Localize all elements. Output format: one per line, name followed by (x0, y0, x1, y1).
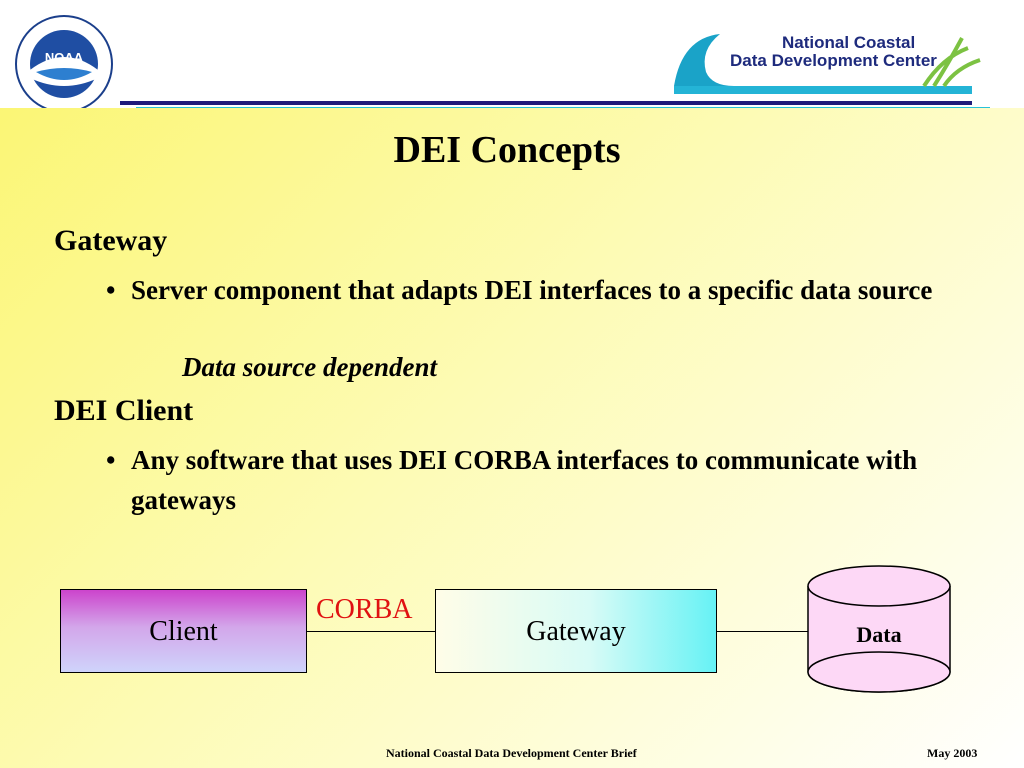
gateway-data-connector (717, 631, 808, 632)
ncddc-logo: National Coastal Data Development Center (674, 33, 981, 94)
slide-title: DEI Concepts (393, 129, 621, 171)
client-label: Client (149, 616, 218, 647)
gateway-box: Gateway (435, 589, 717, 673)
bullet-text: Server component that adapts DEI interfa… (131, 275, 933, 305)
data-label: Data (856, 622, 902, 647)
section-heading-dei-client: DEI Client (54, 394, 194, 427)
client-box: Client (60, 589, 307, 673)
bullet-dei-client: • Any software that uses DEI CORBA inter… (106, 440, 986, 520)
corba-label: CORBA (316, 594, 413, 625)
slide-header: NOAA National Coastal Data Development C… (0, 0, 1024, 113)
bullet-marker: • (106, 275, 116, 305)
svg-text:NOAA: NOAA (45, 50, 84, 65)
svg-text:Data Development Center: Data Development Center (730, 51, 937, 70)
client-gateway-connector (307, 631, 435, 632)
gateway-label: Gateway (526, 616, 626, 647)
data-cylinder (807, 565, 951, 693)
gateway-note: Data source dependent (182, 352, 437, 382)
svg-text:National Coastal: National Coastal (782, 33, 915, 52)
bullet-gateway: • Server component that adapts DEI inter… (106, 270, 986, 310)
bullet-text: Any software that uses DEI CORBA interfa… (131, 445, 918, 515)
footer-date: May 2003 (927, 746, 978, 760)
header-rule (120, 101, 972, 105)
bullet-marker: • (106, 445, 116, 475)
section-heading-gateway: Gateway (54, 224, 168, 257)
footer-title: National Coastal Data Development Center… (386, 746, 637, 760)
noaa-seal-logo: NOAA (15, 15, 113, 113)
